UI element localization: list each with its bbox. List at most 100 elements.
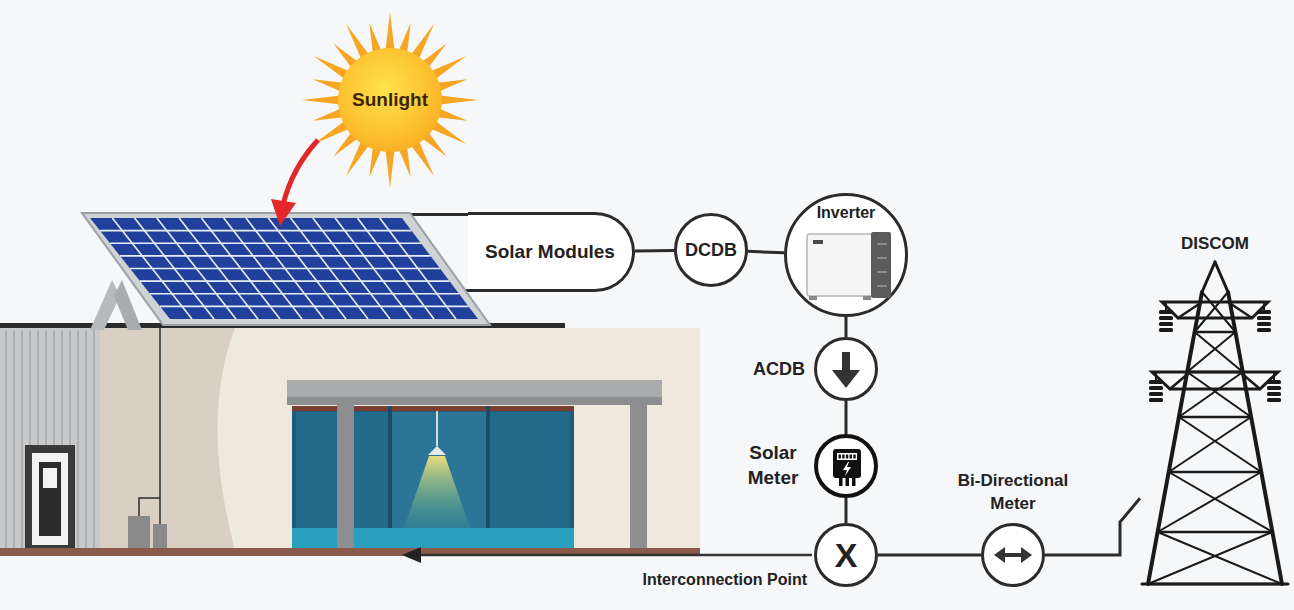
building-part (630, 405, 647, 550)
discom-tower-icon-part (1158, 532, 1282, 584)
solar-meter-circle-icon-part (839, 455, 841, 459)
discom-tower-icon-part (1267, 386, 1281, 390)
building-part (0, 328, 102, 550)
connector-line (878, 554, 981, 557)
wall-corrugation-part (13, 330, 15, 550)
solar-meter-circle-icon-part (852, 478, 856, 486)
discom-tower-icon (1140, 232, 1290, 587)
side-label: Solar Meter (738, 441, 808, 490)
discom-tower-icon-part (1158, 472, 1262, 532)
module-pill-ends-part (405, 213, 471, 216)
discom-tower-icon-part (1169, 417, 1251, 472)
building (0, 323, 812, 563)
panel-cell-grid-part (130, 268, 440, 270)
panel-cell-grid-part (110, 242, 421, 244)
solar-meter-circle-icon-part (839, 478, 843, 486)
discom-tower-icon-part (1158, 531, 1273, 534)
acdb-circle: ACDB (814, 337, 878, 401)
building-part (100, 328, 235, 550)
solar-meter-circle: Solar Meter (814, 434, 878, 498)
building-part (287, 397, 662, 405)
building-part (418, 554, 812, 557)
discom-tower-icon-part (1202, 262, 1215, 292)
building-part (25, 445, 75, 550)
solar-meter-circle-icon-part (853, 455, 855, 459)
sun-rays (302, 12, 478, 188)
wall-corrugation-part (21, 330, 23, 550)
discom-tower-icon-part (1195, 332, 1243, 372)
discom-tower-icon-part (1148, 532, 1272, 584)
connector-line (845, 401, 848, 434)
building-part (402, 547, 421, 563)
discom-tower-icon-part (1195, 331, 1236, 334)
meter-label: Bi-Directional Meter (938, 470, 1088, 516)
building-part (490, 412, 570, 548)
interconnection-circle: XInterconnection Point (814, 523, 878, 587)
solar-meter-circle-icon (818, 438, 876, 496)
bidirectional-meter-circle-icon-part (1021, 547, 1032, 563)
solar-modules-box: Solar Modules (468, 212, 635, 292)
building-part (404, 456, 470, 528)
inverter-circle-icon-part (807, 234, 873, 296)
discom-tower-icon-part (1257, 310, 1271, 314)
panel-cell-grid-part (140, 280, 450, 282)
discom-tower-icon-part (1195, 292, 1228, 332)
solar-panel-part (90, 218, 478, 319)
discom-tower-icon-part (1149, 386, 1163, 390)
discom-tower-icon-part (1165, 304, 1167, 310)
sun-label: Sunlight (352, 89, 428, 111)
inverter-circle-icon-part (871, 232, 891, 298)
building-part (43, 468, 57, 488)
discom-tower-icon-part (1149, 380, 1163, 384)
solar-meter-circle-icon-part (843, 462, 851, 476)
solar-panel-part (82, 213, 490, 325)
acdb-circle-icon (817, 340, 875, 398)
sunlight-arrow (271, 140, 318, 226)
wall-corrugation-part (93, 330, 95, 550)
solar-meter-circle-icon-part (846, 455, 848, 459)
discom-tower-icon-part (1179, 416, 1251, 419)
inverter-circle-icon-part (877, 243, 887, 245)
bidirectional-meter-circle-icon-part (1002, 553, 1024, 557)
point-label: Interconnection Point (643, 571, 807, 589)
panel-cell-grid-part (160, 306, 469, 308)
building-part (32, 453, 68, 545)
bidirectional-meter-circle: Bi-Directional Meter (981, 523, 1045, 587)
inverter-circle: Inverter (784, 193, 908, 317)
solar-meter-circle-icon-part (846, 478, 850, 486)
discom-tower-icon-part (1215, 262, 1228, 292)
connector-line (845, 498, 848, 523)
inverter-label: Inverter (787, 204, 905, 222)
inverter-circle-icon-part (877, 271, 887, 273)
discom-tower-icon-part (1267, 392, 1281, 396)
acdb-circle-icon-part (842, 352, 850, 372)
discom-tower-icon-part (1155, 374, 1157, 380)
wall-corrugation (6, 330, 94, 550)
discom-tower-icon-part (1149, 398, 1163, 402)
solar-meter-circle-icon-part (850, 455, 852, 459)
wall-corrugation-part (85, 330, 87, 550)
building-part (428, 446, 446, 455)
sunlight-arrow-part (283, 140, 318, 205)
connector-line (1045, 498, 1140, 555)
cross-mark: X (835, 536, 858, 575)
bidirectional-meter-circle-icon-part (994, 547, 1005, 563)
discom-tower-icon-part (1162, 302, 1268, 318)
sun-rays-part (438, 95, 478, 104)
building-part (292, 406, 574, 411)
inverter-circle-icon-part (813, 240, 823, 244)
discom-tower-icon-part (1187, 332, 1235, 372)
solar-meter-circle-icon-part (833, 449, 861, 478)
discom-tower-icon-part (1142, 583, 1288, 586)
building-part (128, 516, 150, 550)
discom-tower-icon-part (1202, 292, 1235, 332)
connector-line (748, 251, 784, 252)
wall-corrugation-part (5, 330, 7, 550)
discom-tower-icon-part (1159, 328, 1173, 332)
discom-tower-icon-part (1179, 372, 1243, 417)
inverter-circle-icon-part (877, 257, 887, 259)
